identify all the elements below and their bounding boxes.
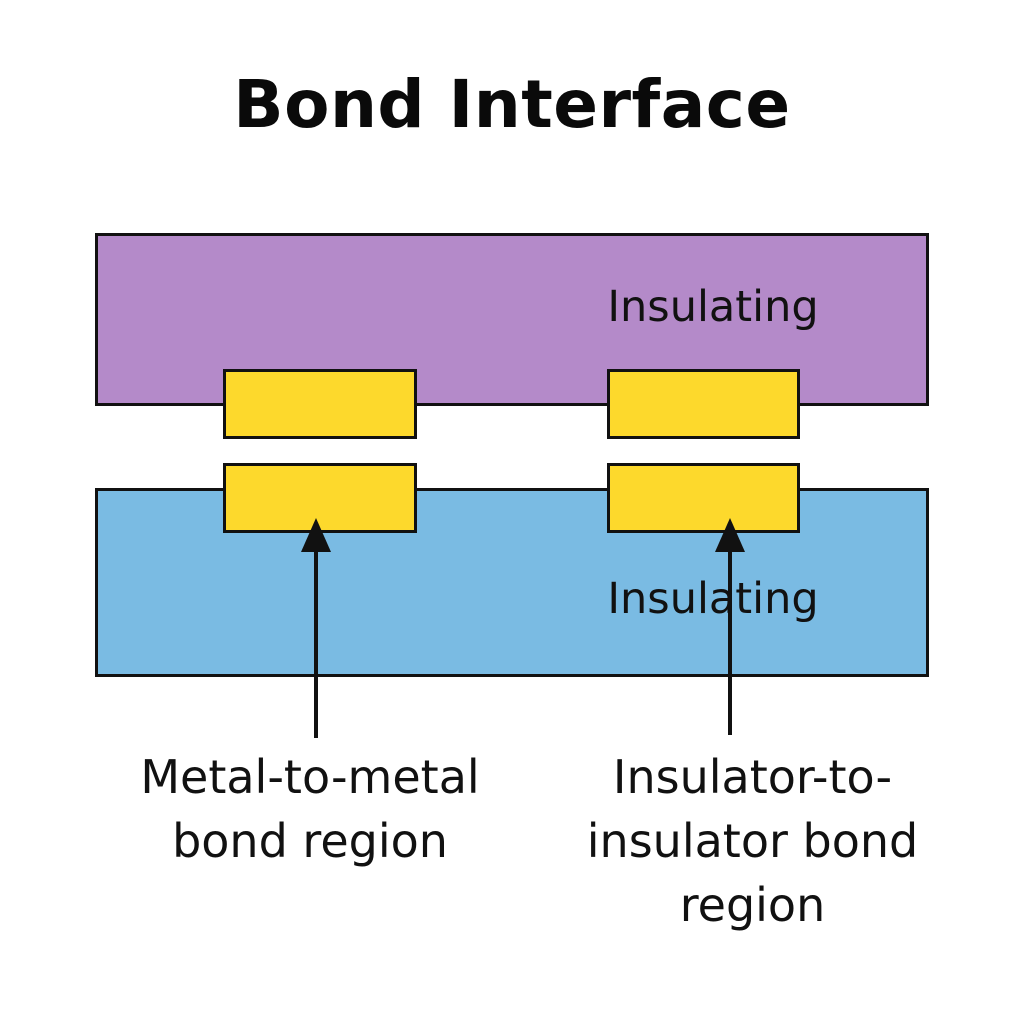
diagram-title: Bond Interface bbox=[233, 66, 791, 143]
annotation-line: Insulator-to- bbox=[612, 750, 893, 804]
annotation-line: insulator bond bbox=[586, 814, 919, 868]
insulator-to-insulator-annotation: Insulator-to- insulator bond region bbox=[555, 745, 950, 937]
annotation-line: Metal-to-metal bbox=[140, 750, 480, 804]
metal-to-metal-annotation: Metal-to-metal bond region bbox=[100, 745, 520, 873]
upper-left-metal-pad bbox=[223, 369, 417, 439]
annotation-line: region bbox=[679, 878, 826, 932]
lower-right-metal-pad bbox=[607, 463, 800, 533]
bottom-layer-label: Insulating bbox=[607, 574, 819, 624]
top-layer-label: Insulating bbox=[607, 282, 819, 332]
lower-left-metal-pad bbox=[223, 463, 417, 533]
annotation-line: bond region bbox=[172, 814, 448, 868]
upper-right-metal-pad bbox=[607, 369, 800, 439]
